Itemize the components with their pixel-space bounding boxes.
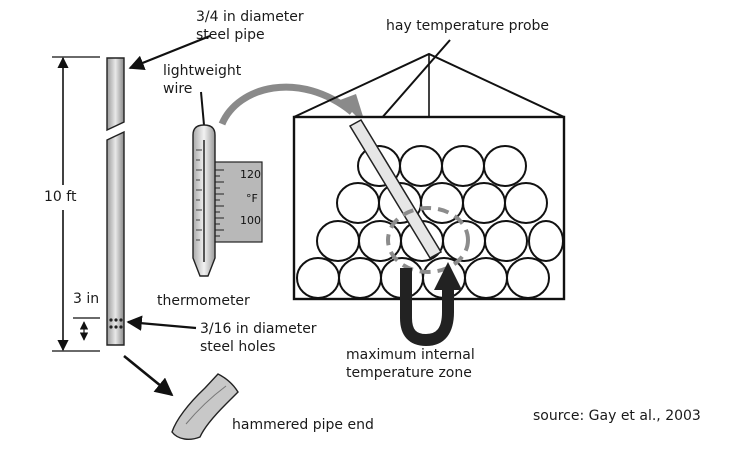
thermometer: 120 °F 100 [192,91,263,277]
max-zone-label: maximum internal temperature zone [346,347,475,381]
length-label: 10 ft [44,188,77,206]
hammered-pipe-end [171,373,239,440]
max-temperature-zone [386,206,470,274]
zone-indicator-arrow [400,262,462,347]
thermometer-unit: °F [246,192,258,205]
length-dimension-line [52,56,100,352]
holes-label: 3/16 in diameter steel holes [200,321,317,355]
thermometer-label: thermometer [157,293,250,309]
hole-spacing-label: 3 in [73,291,100,307]
hammered-end-label: hammered pipe end [232,417,374,433]
lightweight-wire-label: lightweight wire [163,63,242,97]
thermometer-tick-100: 100 [240,214,261,227]
thermometer-tick-120: 120 [240,168,261,181]
pipe-diameter-label: 3/4 in diameter steel pipe [196,9,304,43]
hay-probe-label: hay temperature probe [386,18,550,34]
source-citation: source: Gay et al., 2003 [533,408,701,424]
hole-spacing-dimension [73,317,100,341]
steel-pipe [106,57,125,346]
